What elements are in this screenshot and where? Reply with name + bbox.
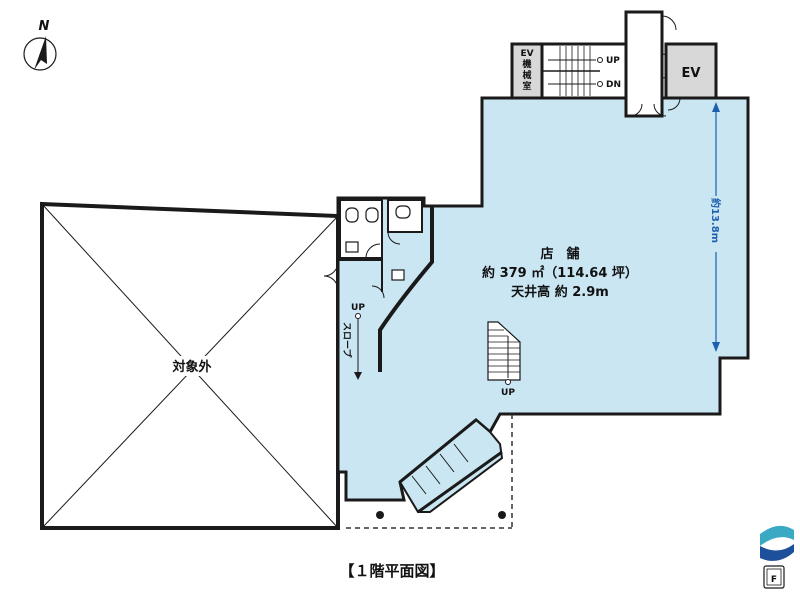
slope-arrow-icon	[354, 372, 362, 380]
ev-machine-room-label-4: 室	[522, 80, 531, 92]
slope-up-label: UP	[351, 303, 365, 313]
store-floor	[336, 96, 750, 502]
slope-curved-wall	[378, 206, 434, 372]
slope-label: スロープ	[341, 322, 353, 358]
slope: UP スロープ	[341, 303, 365, 380]
toilet-block	[323, 199, 423, 299]
stair-down-marker	[597, 81, 603, 87]
north-arrow-needle	[34, 36, 47, 70]
column-dot-icon	[498, 511, 506, 519]
door-swing-icon	[661, 15, 677, 31]
company-logo-icon-lower	[760, 544, 794, 561]
entrance-glass-wall-2	[417, 450, 503, 514]
door-swing-icon	[371, 285, 385, 299]
store-area-size: 約 379 ㎡（114.64 坪）	[482, 265, 638, 281]
north-arrow-label: N	[39, 19, 50, 34]
company-logo-icon	[760, 525, 794, 546]
upper-stair-up-label: UP	[606, 56, 620, 66]
store-staircase: UP	[487, 321, 521, 398]
ev-machine-room-label-3: 械	[522, 69, 531, 81]
dimension-label: 約13.8m	[709, 198, 722, 243]
ev-machine-room-label-2: 機	[522, 58, 531, 70]
slope-start-marker	[355, 313, 361, 319]
toilet-bowl-icon	[345, 207, 359, 223]
floor-badge	[763, 565, 785, 589]
floor-badge-label: F	[771, 575, 777, 585]
dimension-arrow-top-icon	[712, 102, 720, 112]
column-dot-icon	[376, 511, 384, 519]
store-ceiling-height: 天井高 約 2.9m	[511, 284, 609, 300]
sink-icon	[391, 269, 405, 281]
door-swing-icon	[365, 243, 381, 259]
corridor	[624, 10, 664, 118]
entrance-area	[346, 414, 513, 529]
door-swing-icon	[629, 103, 667, 117]
store-name: 店 舗	[540, 246, 579, 262]
stair-up-marker	[597, 57, 603, 63]
store-staircase-outline	[487, 321, 521, 381]
dimension-line: 約13.8m	[709, 102, 723, 352]
excluded-area-label: 対象外	[171, 359, 211, 375]
excluded-area: 対象外	[40, 201, 340, 530]
store-area	[336, 96, 750, 502]
ev-machine-room-label-1: EV	[520, 49, 533, 59]
toilet-bowl-icon	[395, 205, 411, 219]
elevator-label: EV	[682, 66, 701, 81]
dimension-arrow-bottom-icon	[712, 342, 720, 352]
entrance-glass-wall	[399, 418, 477, 484]
north-arrow: N	[23, 19, 57, 71]
company-logo: F	[760, 525, 794, 589]
toilet-bowl-icon	[365, 207, 379, 223]
floor-plan-caption: 【１階平面図】	[339, 562, 444, 580]
upper-service-block: EV 機 械 室 UP DN EV	[510, 10, 718, 118]
door-swing-icon	[387, 231, 401, 245]
sink-icon	[345, 241, 359, 253]
store-stair-up-label: UP	[501, 388, 515, 398]
upper-stair-down-label: DN	[606, 80, 621, 90]
elevator-shaft	[664, 42, 718, 100]
door-swing-icon	[323, 261, 339, 291]
store-stair-marker	[505, 379, 511, 385]
